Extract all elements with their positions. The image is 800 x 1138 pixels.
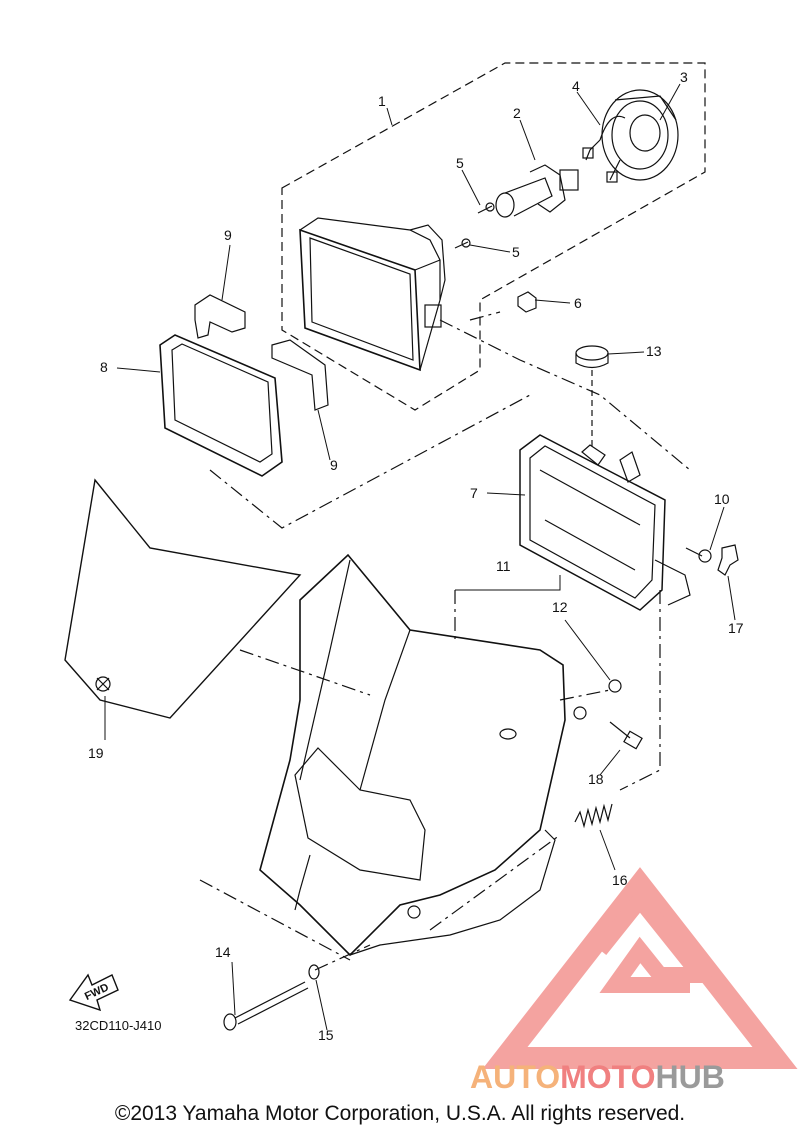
callout-16: 16 xyxy=(612,872,628,888)
long-bolt xyxy=(223,981,309,1031)
callout-3: 3 xyxy=(680,69,688,85)
watermark-moto: MOTO xyxy=(560,1059,655,1095)
callout-4: 4 xyxy=(572,78,580,94)
bulb xyxy=(495,164,579,218)
callout-5a: 5 xyxy=(456,155,464,171)
washer-15 xyxy=(308,964,320,980)
grommet xyxy=(575,345,609,369)
watermark-text: AUTOMOTOHUB xyxy=(470,1059,725,1095)
parts-diagram: 1 2 3 4 5 5 6 7 8 9 9 10 11 12 13 14 15 … xyxy=(64,62,798,1095)
screw-upper xyxy=(477,202,495,214)
copyright-notice: ©2013 Yamaha Motor Corporation, U.S.A. A… xyxy=(114,1102,686,1125)
nut xyxy=(517,291,537,313)
rubber-strip-upper xyxy=(194,294,246,339)
callout-7: 7 xyxy=(470,485,478,501)
side-panel xyxy=(64,478,302,719)
assembly-boundary xyxy=(281,62,706,411)
socket-cover xyxy=(601,89,679,181)
callout-19: 19 xyxy=(88,745,104,761)
callout-10: 10 xyxy=(714,491,730,507)
headlight-stay xyxy=(519,434,691,611)
wire-harness xyxy=(585,115,626,181)
watermark-logo-icon xyxy=(482,867,798,1069)
washer-12 xyxy=(608,679,622,693)
assembly-lines xyxy=(199,311,691,971)
callout-8: 8 xyxy=(100,359,108,375)
clip-17 xyxy=(717,544,739,576)
callout-12: 12 xyxy=(552,599,568,615)
callout-labels: 1 2 3 4 5 5 6 7 8 9 9 10 11 12 13 14 15 … xyxy=(88,69,744,1043)
leader-lines xyxy=(104,83,736,1031)
seal-frame xyxy=(159,334,283,477)
callout-9b: 9 xyxy=(330,457,338,473)
callout-2: 2 xyxy=(513,105,521,121)
spring xyxy=(574,803,613,829)
drawing-code: 32CD110-J410 xyxy=(75,1018,161,1033)
forward-arrow-icon xyxy=(68,973,119,1012)
watermark-hub: HUB xyxy=(655,1059,724,1095)
callout-9a: 9 xyxy=(224,227,232,243)
callout-17: 17 xyxy=(728,620,744,636)
bolt-18 xyxy=(609,721,643,750)
callout-18: 18 xyxy=(588,771,604,787)
bolt-10 xyxy=(685,547,712,563)
callout-13: 13 xyxy=(646,343,662,359)
callout-11: 11 xyxy=(496,558,511,574)
headlight-cowl xyxy=(259,553,587,957)
callout-6: 6 xyxy=(574,295,582,311)
callout-5b: 5 xyxy=(512,244,520,260)
callout-15: 15 xyxy=(318,1027,334,1043)
callout-14: 14 xyxy=(215,944,231,960)
rubber-strip-lower xyxy=(271,339,329,411)
headlight-unit xyxy=(299,217,446,372)
watermark-auto: AUTO xyxy=(470,1059,560,1095)
callout-1: 1 xyxy=(378,93,386,109)
screw-lower xyxy=(454,238,471,249)
